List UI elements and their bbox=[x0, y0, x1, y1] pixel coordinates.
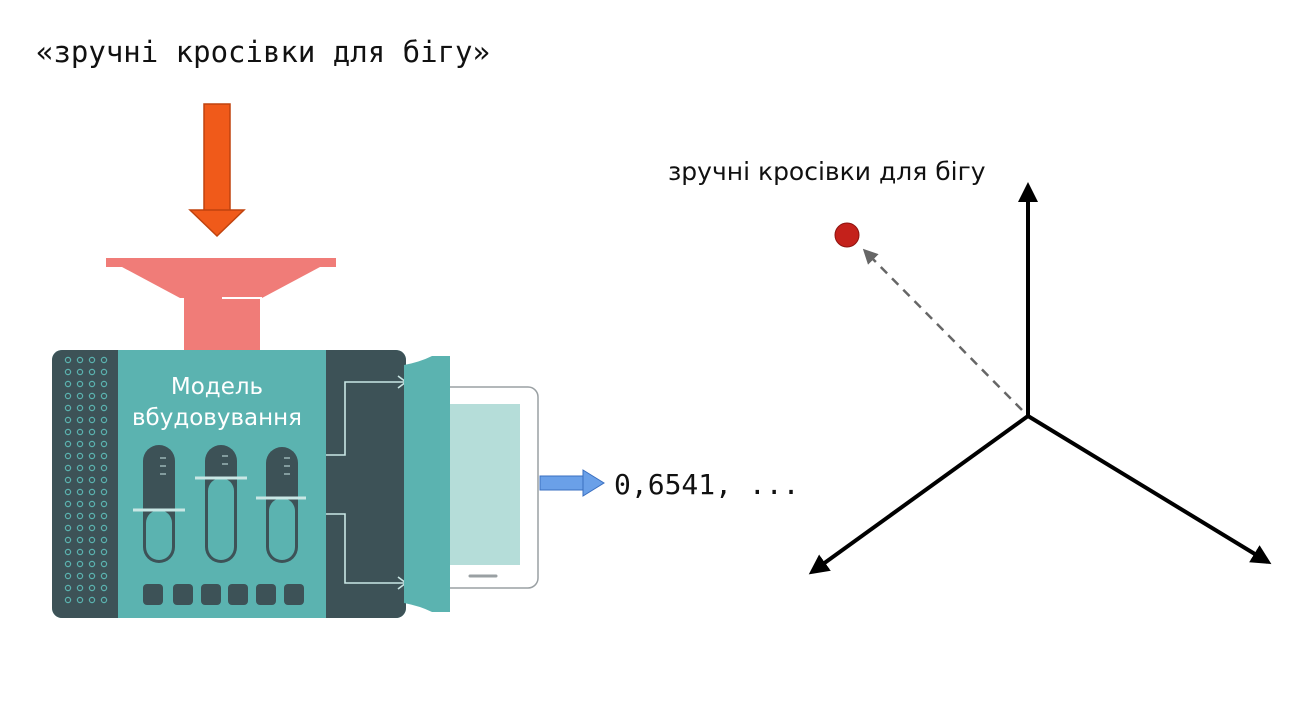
indicator-dots bbox=[64, 356, 108, 604]
vector-point-label: зручні кросівки для бігу bbox=[668, 157, 986, 186]
output-arrow bbox=[539, 469, 605, 497]
embedding-vector-dashed bbox=[862, 248, 1023, 411]
output-screen bbox=[404, 356, 539, 612]
axis-right bbox=[1026, 414, 1272, 565]
slider-tubes bbox=[133, 445, 306, 563]
model-label-line1: Модель bbox=[171, 374, 263, 400]
machine-buttons bbox=[143, 584, 304, 605]
output-vector-text: 0,6541, ... bbox=[614, 468, 799, 501]
funnel-hopper bbox=[106, 258, 336, 354]
vector-space-axes bbox=[808, 182, 1272, 575]
embedding-model-machine: Модель вбудовування bbox=[52, 350, 408, 618]
embedding-point bbox=[834, 222, 860, 248]
input-query-text: «зручні кросівки для бігу» bbox=[36, 35, 490, 69]
input-arrow bbox=[188, 103, 246, 238]
model-label-line2: вбудовування bbox=[132, 405, 302, 431]
axis-left bbox=[808, 414, 1030, 575]
